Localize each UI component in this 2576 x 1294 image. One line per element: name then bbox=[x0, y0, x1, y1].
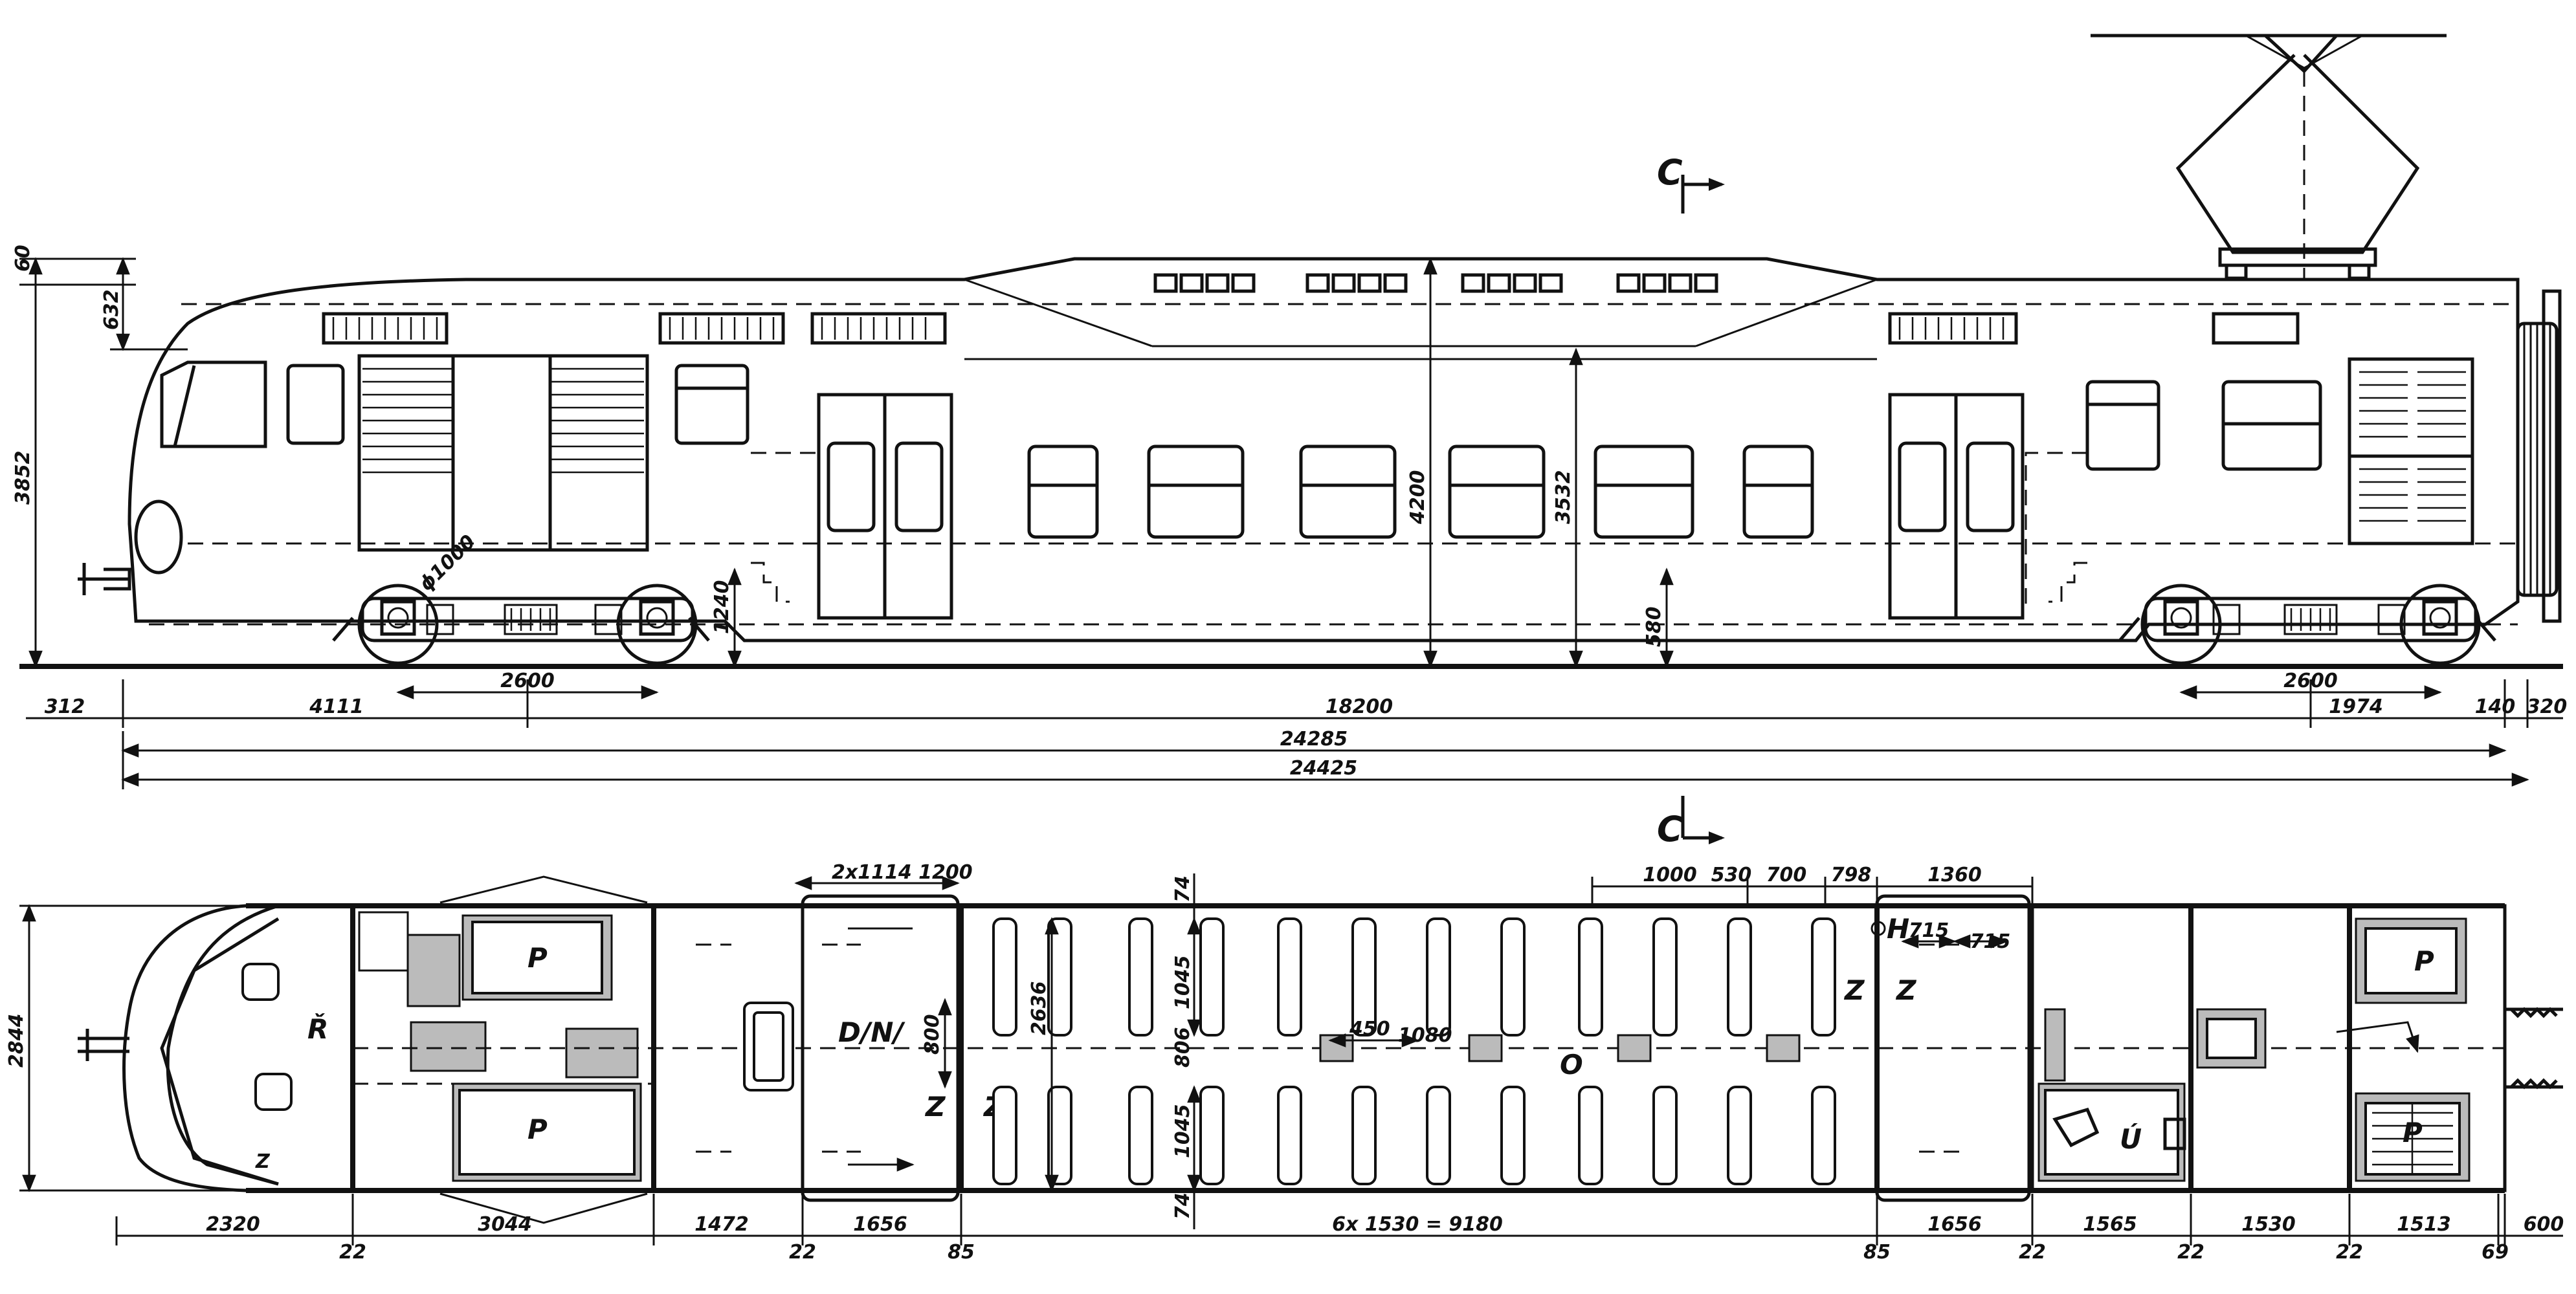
machine-room-louvre bbox=[357, 354, 649, 552]
dim-seat-row-1045-bottom: 1045 bbox=[1171, 1104, 1194, 1159]
dim-seat-pitch-2636: 2636 bbox=[1028, 981, 1050, 1036]
dim-floor-height: 1240 bbox=[711, 580, 733, 635]
cab-seats bbox=[241, 963, 293, 1111]
dim-seg-22-a: 22 bbox=[339, 1241, 366, 1264]
gangway-bellows bbox=[2516, 289, 2562, 623]
dim-overall-height: 3852 bbox=[12, 451, 34, 505]
dim-seg-9180: 6x 1530 = 9180 bbox=[1332, 1213, 1503, 1236]
plan-gangway bbox=[2505, 1007, 2563, 1090]
dim-step-height: 580 bbox=[1643, 606, 1665, 647]
side-view: 60 3852 632 4200 3532 1240 580 ϕ1000 260… bbox=[12, 34, 2567, 789]
dim-seg-2320: 2320 bbox=[206, 1213, 260, 1236]
side-horizontal-dims: 2600 2600 312 4111 18200 1974 140 320 24… bbox=[26, 670, 2567, 789]
room-saloon: O bbox=[1560, 1049, 1583, 1080]
dim-rear-offset: 140 bbox=[2475, 696, 2516, 718]
dim-seat-450: 450 bbox=[1349, 1018, 1390, 1040]
dim-seg-1656-b: 1656 bbox=[1927, 1213, 1982, 1236]
bogie-left bbox=[332, 584, 710, 665]
dim-seat-row-1045-top: 1045 bbox=[1171, 956, 1194, 1010]
room-post-3: P bbox=[2414, 945, 2434, 977]
vestibule-box bbox=[801, 894, 960, 1202]
dim-seg-22-e: 22 bbox=[2336, 1241, 2363, 1264]
dim-bogie-centres: 18200 bbox=[1326, 696, 1393, 718]
dim-wheel-diameter: ϕ1000 bbox=[415, 531, 480, 596]
room-toilet: Ú bbox=[2120, 1123, 2142, 1155]
plan-coupler bbox=[78, 1029, 129, 1061]
dim-seg-600: 600 bbox=[2524, 1213, 2564, 1236]
dim-rear-bellows: 320 bbox=[2527, 696, 2568, 718]
dim-rear-to-bogie: 1974 bbox=[2329, 696, 2383, 718]
dim-seg-3044: 3044 bbox=[478, 1213, 532, 1236]
cab-side-window bbox=[286, 364, 345, 445]
door-left bbox=[817, 393, 953, 620]
room-post-4: P bbox=[2403, 1117, 2423, 1148]
dim-aisle-806: 806 bbox=[1171, 1027, 1194, 1068]
room-cab: Ř bbox=[307, 1013, 328, 1045]
dim-length-body: 24285 bbox=[1280, 728, 1348, 751]
dim-seg-22-c: 22 bbox=[2019, 1241, 2046, 1264]
dim-top-1000: 1000 bbox=[1643, 864, 1697, 886]
room-post-1: P bbox=[527, 942, 548, 974]
dim-seg-69: 69 bbox=[2482, 1241, 2509, 1264]
door-right bbox=[1888, 393, 2025, 620]
room-z-5: Z bbox=[1895, 974, 1917, 1006]
heater-grilles bbox=[1319, 1034, 1801, 1062]
room-z-2: Z bbox=[924, 1091, 946, 1123]
dim-plan-width: 2844 bbox=[5, 1014, 28, 1068]
dim-seg-22-b: 22 bbox=[789, 1241, 816, 1264]
dim-seg-1565: 1565 bbox=[2083, 1213, 2137, 1236]
dim-front-to-bogie: 4111 bbox=[309, 696, 364, 718]
dim-gap-74-bottom: 74 bbox=[1171, 1192, 1194, 1220]
dim-top-700: 700 bbox=[1766, 864, 1807, 886]
dim-aisle-800: 800 bbox=[921, 1014, 944, 1055]
dim-seg-85-a: 85 bbox=[948, 1241, 975, 1264]
dim-cab-top: 632 bbox=[100, 289, 123, 330]
section-label-bottom: C bbox=[1657, 809, 1683, 850]
section-label-top: C bbox=[1657, 152, 1683, 193]
pantograph bbox=[2091, 34, 2447, 280]
dim-seg-1530: 1530 bbox=[2241, 1213, 2296, 1236]
dim-body-height: 4200 bbox=[1406, 470, 1429, 525]
room-z-1: Z bbox=[255, 1150, 271, 1173]
front-coupler bbox=[78, 563, 131, 595]
dim-top-1360: 1360 bbox=[1927, 864, 1982, 886]
dim-top-530: 530 bbox=[1711, 864, 1752, 886]
bogie-right bbox=[2118, 584, 2496, 665]
dim-top-798: 798 bbox=[1831, 864, 1872, 886]
dim-top-715-b: 715 bbox=[1970, 930, 2011, 953]
cab-windscreen bbox=[160, 360, 267, 448]
section-arrow-bottom bbox=[1681, 796, 1722, 840]
rear-louvre bbox=[2348, 357, 2474, 545]
side-window bbox=[674, 364, 749, 445]
dim-seg-1472: 1472 bbox=[694, 1213, 749, 1236]
dim-length-overall: 24425 bbox=[1290, 757, 1357, 780]
dim-roof-offset: 60 bbox=[12, 245, 34, 272]
plan-outline bbox=[122, 904, 2507, 1192]
section-arrow-top bbox=[1681, 175, 1722, 214]
roof-vents bbox=[1153, 273, 1718, 293]
dim-gap-74-top: 74 bbox=[1171, 875, 1194, 903]
saloon-seats bbox=[992, 917, 1836, 1185]
room-h: H bbox=[1887, 913, 1909, 945]
dim-front-overhang: 312 bbox=[45, 696, 85, 718]
room-vestibule: D/N/ bbox=[838, 1016, 905, 1048]
vestibule-box-right bbox=[1875, 894, 2031, 1202]
dim-seg-1656-a: 1656 bbox=[853, 1213, 907, 1236]
dim-door-width: 2x1114 1200 bbox=[832, 861, 973, 884]
room-z-4: Z bbox=[1843, 974, 1865, 1006]
headlight bbox=[134, 499, 183, 575]
dim-seg-85-b: 85 bbox=[1863, 1241, 1891, 1264]
dim-seg-22-d: 22 bbox=[2177, 1241, 2204, 1264]
section-mark-top: C bbox=[1657, 152, 1725, 214]
upper-grilles bbox=[322, 312, 2300, 345]
saloon-windows bbox=[1027, 380, 2322, 539]
dim-body-height-inner: 3532 bbox=[1552, 470, 1575, 525]
section-mark-bottom: C bbox=[1657, 796, 1725, 850]
room-post-2: P bbox=[527, 1113, 548, 1145]
dim-top-715-a: 715 bbox=[1909, 919, 1949, 942]
dim-seg-1513: 1513 bbox=[2397, 1213, 2451, 1236]
plan-view: Ř Z P P D/N/ Z Z bbox=[5, 861, 2564, 1264]
dim-seat-1080: 1080 bbox=[1398, 1024, 1452, 1047]
